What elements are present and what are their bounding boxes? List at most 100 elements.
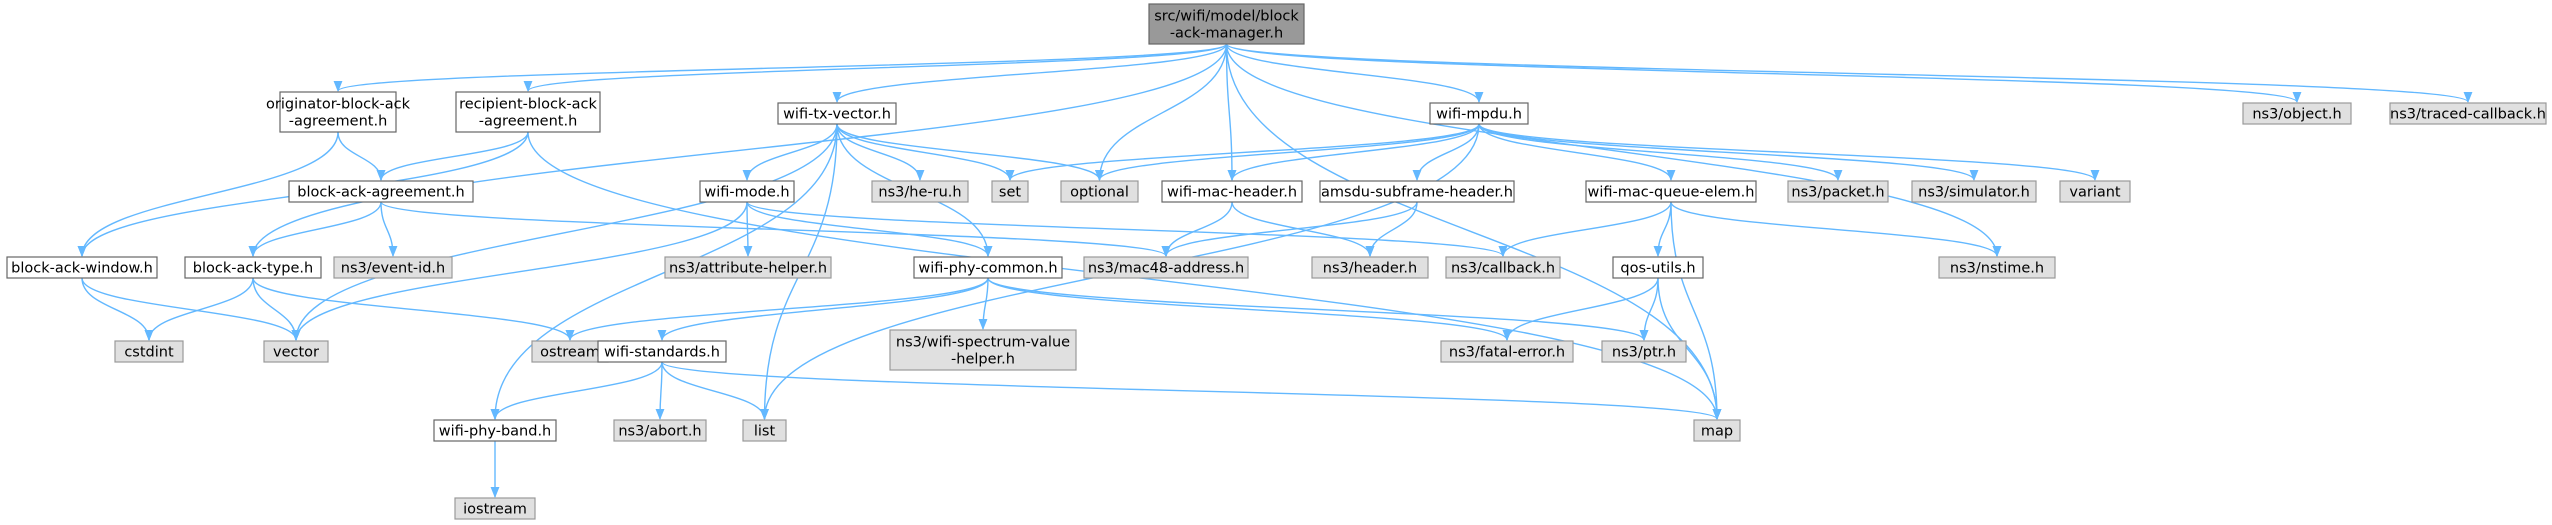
node-qos-box	[1612, 256, 1704, 279]
node-map: map	[1693, 419, 1741, 442]
node-attr-label: ns3/attribute-helper.h	[669, 261, 827, 277]
edge-mpdu-to-variant	[1478, 123, 2100, 182]
node-header: ns3/header.h	[1311, 256, 1429, 279]
node-orig-label: -agreement.h	[289, 114, 388, 130]
edge-root-to-machdr	[1225, 43, 1237, 182]
edge-root-to-orig	[333, 43, 1228, 93]
node-mpdu-label: wifi-mpdu.h	[1436, 107, 1522, 123]
edge-mpdu-to-mqelem	[1478, 123, 1676, 182]
edge-wmode-to-phycommon	[746, 201, 993, 258]
node-list: list	[742, 419, 787, 442]
node-wmode[interactable]: wifi-mode.h	[699, 180, 795, 203]
edge-mqelem-to-map	[1670, 201, 1722, 421]
node-simulator-box	[1911, 180, 2037, 203]
node-spectrum: ns3/wifi-spectrum-value-helper.h	[889, 329, 1077, 371]
node-txvec[interactable]: wifi-tx-vector.h	[777, 102, 897, 125]
node-variant-box	[2059, 180, 2131, 203]
edge-baa-to-eventid	[380, 201, 398, 258]
node-baa[interactable]: block-ack-agreement.h	[288, 180, 474, 203]
node-ptr-label: ns3/ptr.h	[1612, 345, 1676, 361]
node-machdr-label: wifi-mac-header.h	[1167, 185, 1297, 201]
node-header-box	[1311, 256, 1429, 279]
node-cstdint-box	[114, 340, 184, 363]
node-vector-box	[263, 340, 329, 363]
node-txvec-box	[777, 102, 897, 125]
node-qos[interactable]: qos-utils.h	[1612, 256, 1704, 279]
edge-mqelem-to-callback	[1498, 201, 1672, 258]
edge-amsdu-to-header	[1365, 201, 1418, 258]
node-vector: vector	[263, 340, 329, 363]
edge-baa-to-mac48	[380, 201, 1171, 258]
node-orig-label: originator-block-ack	[266, 97, 411, 113]
node-abort: ns3/abort.h	[613, 419, 707, 442]
node-mac48-box	[1083, 256, 1249, 279]
node-spectrum-label: ns3/wifi-spectrum-value	[896, 335, 1070, 351]
node-amsdu[interactable]: amsdu-subframe-header.h	[1319, 180, 1515, 203]
node-mqelem[interactable]: wifi-mac-queue-elem.h	[1585, 180, 1757, 203]
node-map-box	[1693, 419, 1741, 442]
node-nstime-label: ns3/nstime.h	[1950, 261, 2044, 277]
node-fatal-box	[1440, 340, 1574, 363]
node-heru-box	[871, 180, 969, 203]
node-mac48: ns3/mac48-address.h	[1083, 256, 1249, 279]
edge-phycommon-to-fatal	[987, 277, 1512, 342]
edge-mpdu-to-set	[1005, 123, 1480, 182]
edge-root-to-recip	[523, 43, 1228, 93]
edge-txvec-to-heru	[836, 123, 925, 182]
node-attr: ns3/attribute-helper.h	[664, 256, 832, 279]
node-cstdint-label: cstdint	[124, 345, 174, 361]
node-callback: ns3/callback.h	[1445, 256, 1561, 279]
node-ostream-label: ostream	[540, 345, 600, 361]
node-recip[interactable]: recipient-block-ack-agreement.h	[455, 91, 601, 133]
node-heru-label: ns3/he-ru.h	[878, 185, 961, 201]
node-machdr[interactable]: wifi-mac-header.h	[1161, 180, 1303, 203]
node-list-label: list	[754, 424, 776, 440]
node-recip-box	[455, 91, 601, 133]
node-packet-label: ns3/packet.h	[1791, 185, 1884, 201]
edge-mqelem-to-nstime	[1670, 201, 2002, 258]
edge-wstd-to-band	[490, 361, 663, 421]
edge-root-to-map	[1225, 43, 1722, 421]
node-abort-label: ns3/abort.h	[618, 424, 701, 440]
edge-wmode-to-vector	[291, 201, 748, 342]
node-mqelem-label: wifi-mac-queue-elem.h	[1588, 185, 1755, 201]
node-recip-label: recipient-block-ack	[459, 97, 597, 113]
node-object-box	[2242, 102, 2352, 125]
node-orig-box	[279, 91, 397, 133]
node-txvec-label: wifi-tx-vector.h	[783, 107, 891, 123]
edge-txvec-to-optional	[836, 123, 1104, 182]
node-set: set	[991, 180, 1029, 203]
node-phycommon[interactable]: wifi-phy-common.h	[913, 256, 1063, 279]
node-mac48-label: ns3/mac48-address.h	[1088, 261, 1244, 277]
edge-mpdu-to-packet	[1478, 123, 1843, 182]
edge-phycommon-to-ptr	[987, 277, 1649, 342]
node-abort-box	[613, 419, 707, 442]
node-bawin[interactable]: block-ack-window.h	[6, 256, 158, 279]
edge-mpdu-to-optional	[1095, 123, 1480, 182]
node-wstd[interactable]: wifi-standards.h	[597, 340, 727, 363]
node-mpdu-box	[1429, 102, 1529, 125]
node-batype-label: block-ack-type.h	[193, 261, 313, 277]
node-packet-box	[1787, 180, 1889, 203]
edge-phycommon-to-spectrum	[978, 277, 989, 331]
edge-root-to-mpdu	[1225, 43, 1484, 104]
edge-recip-to-baa	[376, 131, 529, 182]
edge-amsdu-to-mac48	[1161, 201, 1418, 258]
node-bawin-box	[6, 256, 158, 279]
node-header-label: ns3/header.h	[1323, 261, 1417, 277]
node-root-label: src/wifi/model/block	[1154, 9, 1299, 25]
edge-qos-to-ptr	[1639, 277, 1659, 342]
node-batype[interactable]: block-ack-type.h	[184, 256, 322, 279]
node-wstd-label: wifi-standards.h	[604, 345, 720, 361]
node-orig[interactable]: originator-block-ack-agreement.h	[266, 91, 411, 133]
edge-baa-to-batype	[248, 201, 382, 258]
node-variant: variant	[2059, 180, 2131, 203]
node-packet: ns3/packet.h	[1787, 180, 1889, 203]
node-traced-label: ns3/traced-callback.h	[2390, 107, 2546, 123]
node-object-label: ns3/object.h	[2252, 107, 2341, 123]
node-list-box	[742, 419, 787, 442]
node-phycommon-label: wifi-phy-common.h	[918, 261, 1057, 277]
node-mpdu[interactable]: wifi-mpdu.h	[1429, 102, 1529, 125]
edge-bawin-to-vector	[81, 277, 301, 342]
node-band[interactable]: wifi-phy-band.h	[433, 419, 557, 442]
